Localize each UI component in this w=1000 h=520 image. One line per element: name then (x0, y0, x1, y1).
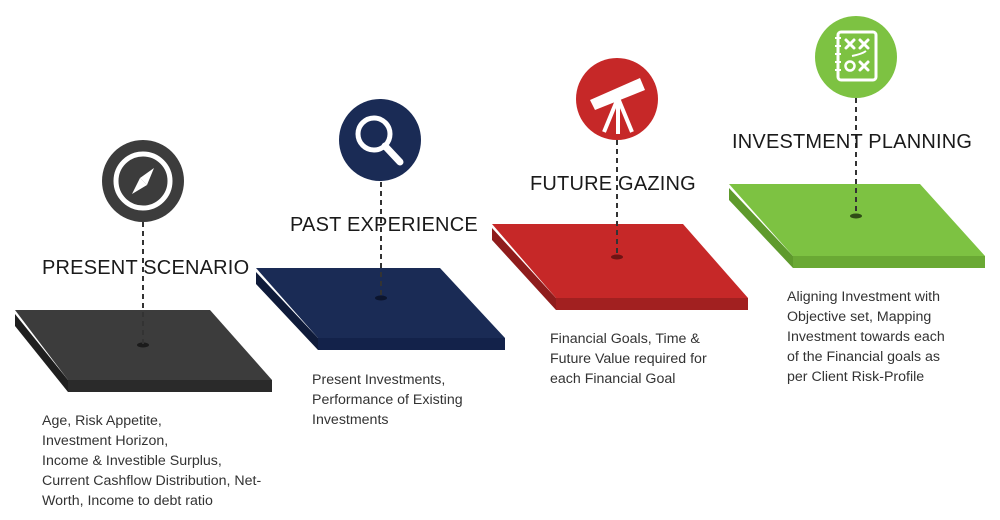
description-line: Current Cashflow Distribution, Net- (42, 473, 262, 489)
platform-present-scenario-side (15, 314, 68, 392)
description-line: Present Investments, (312, 372, 446, 388)
description-investment-planning: Aligning Investment with Objective set, … (787, 287, 945, 387)
platform-investment-planning-front (793, 256, 985, 268)
platform-past-experience-front (318, 338, 505, 350)
pin-dot-present-scenario (137, 342, 149, 348)
platform-past-experience (256, 268, 505, 338)
platform-investment-planning-side (729, 188, 793, 268)
description-past-experience: Present Investments, Performance of Exis… (312, 370, 463, 430)
title-future-gazing: FUTURE GAZING (530, 173, 696, 195)
description-line: Investment Horizon, (42, 433, 169, 449)
title-present-scenario: PRESENT SCENARIO (42, 257, 250, 279)
platform-future-gazing (492, 224, 748, 298)
description-line: per Client Risk-Profile (787, 369, 925, 385)
strategy-board-icon (815, 16, 897, 98)
platform-present-scenario-front (68, 380, 272, 392)
description-line: Income & Investible Surplus, (42, 453, 222, 469)
telescope-icon (576, 58, 658, 140)
description-line: Performance of Existing (312, 392, 463, 408)
platform-investment-planning (729, 184, 985, 256)
magnifier-icon (339, 99, 421, 181)
description-future-gazing: Financial Goals, Time & Future Value req… (550, 329, 707, 389)
description-line: each Financial Goal (550, 371, 676, 387)
description-line: Age, Risk Appetite, (42, 413, 162, 429)
platform-past-experience-side (256, 272, 318, 350)
description-line: Aligning Investment with (787, 289, 940, 305)
description-line: Financial Goals, Time & (550, 331, 700, 347)
description-line: Investment towards each (787, 329, 945, 345)
description-line: Objective set, Mapping (787, 309, 932, 325)
platform-future-gazing-front (556, 298, 748, 310)
description-line: Worth, Income to debt ratio (42, 493, 213, 509)
description-line: of the Financial goals as (787, 349, 941, 365)
pin-dot-past-experience (375, 295, 387, 301)
pin-dot-future-gazing (611, 254, 623, 260)
description-present-scenario: Age, Risk Appetite, Investment Horizon, … (42, 411, 261, 511)
stage-present-scenario-graphic (15, 140, 272, 392)
compass-icon (102, 140, 184, 222)
stage-investment-planning-graphic (729, 16, 985, 268)
title-investment-planning: INVESTMENT PLANNING (732, 131, 973, 153)
stage-past-experience-graphic (256, 99, 505, 350)
description-line: Future Value required for (550, 351, 707, 367)
pin-dot-investment-planning (850, 213, 862, 219)
description-line: Investments (312, 412, 389, 428)
platform-future-gazing-side (492, 228, 556, 310)
title-past-experience: PAST EXPERIENCE (290, 214, 478, 236)
stage-future-gazing-graphic (492, 58, 748, 310)
